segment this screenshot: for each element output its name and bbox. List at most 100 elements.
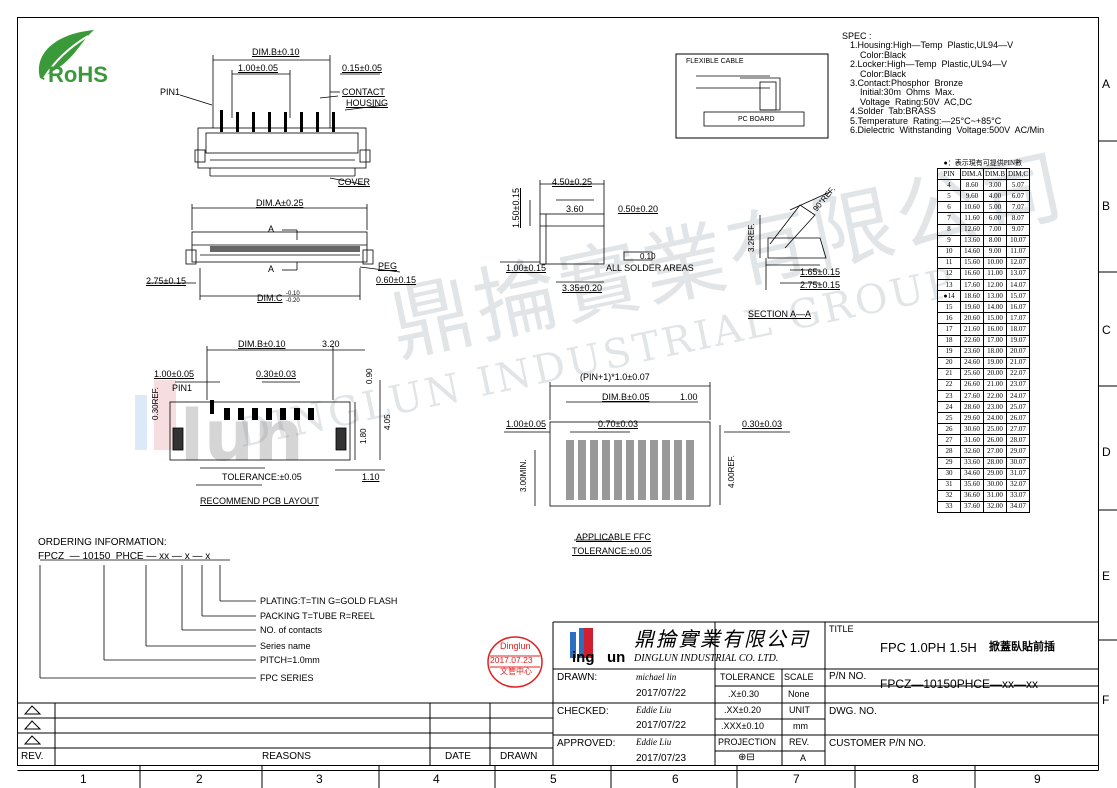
table-cell: 3.00 <box>983 179 1007 192</box>
spec-block: SPEC : 1.Housing:High—Temp Plastic,UL94—… <box>842 31 1044 135</box>
table-cell: 20.07 <box>1006 345 1030 358</box>
table-cell: 6 <box>937 201 961 214</box>
revision-rev: REV. <box>21 751 44 762</box>
spec-line: 2.Locker:High—Temp Plastic,UL94—V <box>850 59 1008 70</box>
drawn-date: 2017/07/22 <box>636 688 687 699</box>
table-cell: 12 <box>937 267 961 281</box>
projection-symbol: ⊕⊟ <box>738 752 755 763</box>
table-cell: 27.00 <box>983 445 1007 458</box>
table-cell: 17.60 <box>960 279 984 292</box>
table-cell: 26.60 <box>960 378 984 391</box>
table-cell: 31 <box>937 478 961 491</box>
checked-date: 2017/07/22 <box>636 720 687 731</box>
pcb-tolerance: TOLERANCE:±0.05 <box>222 472 302 482</box>
table-cell: 28.60 <box>960 401 984 414</box>
grid-row: A <box>1102 77 1111 91</box>
table-cell: 34.07 <box>1006 500 1030 514</box>
side-dim-4: 1.50±0.15 <box>511 188 521 228</box>
table-cell: 31.60 <box>960 434 984 447</box>
ffc-pitch-formula: (PIN+1)*1.0±0.07 <box>580 372 650 382</box>
section-label: SECTION A—A <box>748 309 812 319</box>
table-cell: 28 <box>937 445 961 458</box>
table-cell: 27.07 <box>1006 423 1030 436</box>
table-cell: 20 <box>937 356 961 369</box>
checked-label: CHECKED: <box>557 706 609 717</box>
dwg-label: DWG. NO. <box>829 706 877 717</box>
tolerance-3: .XXX±0.10 <box>721 721 764 731</box>
table-cell: 22.07 <box>1006 367 1030 380</box>
ordering-code: FPCZ — 10150 PHCE — xx — x — x <box>38 551 211 562</box>
top-dim-b: DIM.B±0.10 <box>252 47 300 57</box>
side-dim-1: 4.50±0.25 <box>552 177 592 187</box>
table-cell: 11.00 <box>983 267 1007 281</box>
pcb-320: 3.20 <box>322 339 340 349</box>
grid-col: 5 <box>550 772 557 786</box>
table-cell: 19.60 <box>960 301 984 314</box>
title-value: FPC 1.0PH 1.5H <box>880 640 977 655</box>
table-cell: 10 <box>937 245 961 258</box>
top-cover: COVER <box>338 177 371 187</box>
th-pin: PIN <box>937 168 961 181</box>
table-cell: 22 <box>937 378 961 391</box>
ordering-legend-item: NO. of contacts <box>260 625 323 635</box>
pcb-100: 1.00±0.05 <box>154 369 194 379</box>
table-cell: 11 <box>937 256 961 269</box>
tolerance-1: .X±0.30 <box>728 689 759 699</box>
table-cell: 22.00 <box>983 389 1007 403</box>
pcb-dim-b: DIM.B±0.10 <box>238 339 286 349</box>
pcb-030: 0.30±0.03 <box>256 369 296 379</box>
table-cell: 26.00 <box>983 434 1007 447</box>
checked-name: Eddie Liu <box>636 705 672 715</box>
table-cell: 13.00 <box>983 290 1007 303</box>
table-cell: 23.60 <box>960 345 984 358</box>
table-cell: 18.00 <box>983 345 1007 358</box>
stamp-dept: 文管中心 <box>500 667 532 676</box>
stamp-line1: Dinglun <box>500 641 531 651</box>
table-cell: 14.07 <box>1006 279 1030 292</box>
table-cell: 33.60 <box>960 456 984 469</box>
top-pitch: 1.00±0.05 <box>238 63 278 73</box>
grid-row: F <box>1102 693 1110 707</box>
table-cell: 18.60 <box>960 290 984 303</box>
grid-row: D <box>1102 445 1111 459</box>
ffc-030: 0.30±0.03 <box>742 419 782 429</box>
ffc-min: 3.00MIN. <box>519 459 528 492</box>
table-cell: 37.60 <box>960 500 984 514</box>
table-cell: 10.07 <box>1006 234 1030 247</box>
side-dim-5: 1.00±0.15 <box>506 263 546 273</box>
table-cell: 18 <box>937 334 961 347</box>
table-cell: 26.07 <box>1006 412 1030 425</box>
ffc-100: 1.00 <box>680 392 698 402</box>
approved-date: 2017/07/23 <box>636 753 687 764</box>
company-name-en: DINGLUN INDUSTRIAL CO. LTD. <box>634 653 779 664</box>
table-cell: 25.07 <box>1006 401 1030 414</box>
projection-header: PROJECTION <box>718 737 777 747</box>
pcb-405: 4.05 <box>383 414 392 430</box>
unit-header: UNIT <box>789 705 810 715</box>
spec-line: 1.Housing:High—Temp Plastic,UL94—V <box>850 40 1014 51</box>
table-cell: 29.60 <box>960 412 984 425</box>
pn-value: FPCZ—10150PHCE—xx—xx <box>880 677 1039 691</box>
grid-col: 8 <box>912 772 919 786</box>
ordering-legend-item: FPC SERIES <box>260 673 314 683</box>
grid-col: 6 <box>672 772 679 786</box>
table-cell: 16.00 <box>983 323 1007 336</box>
pcb-090: 0.90 <box>365 368 374 384</box>
rohs-logo: RoHS <box>48 62 108 87</box>
